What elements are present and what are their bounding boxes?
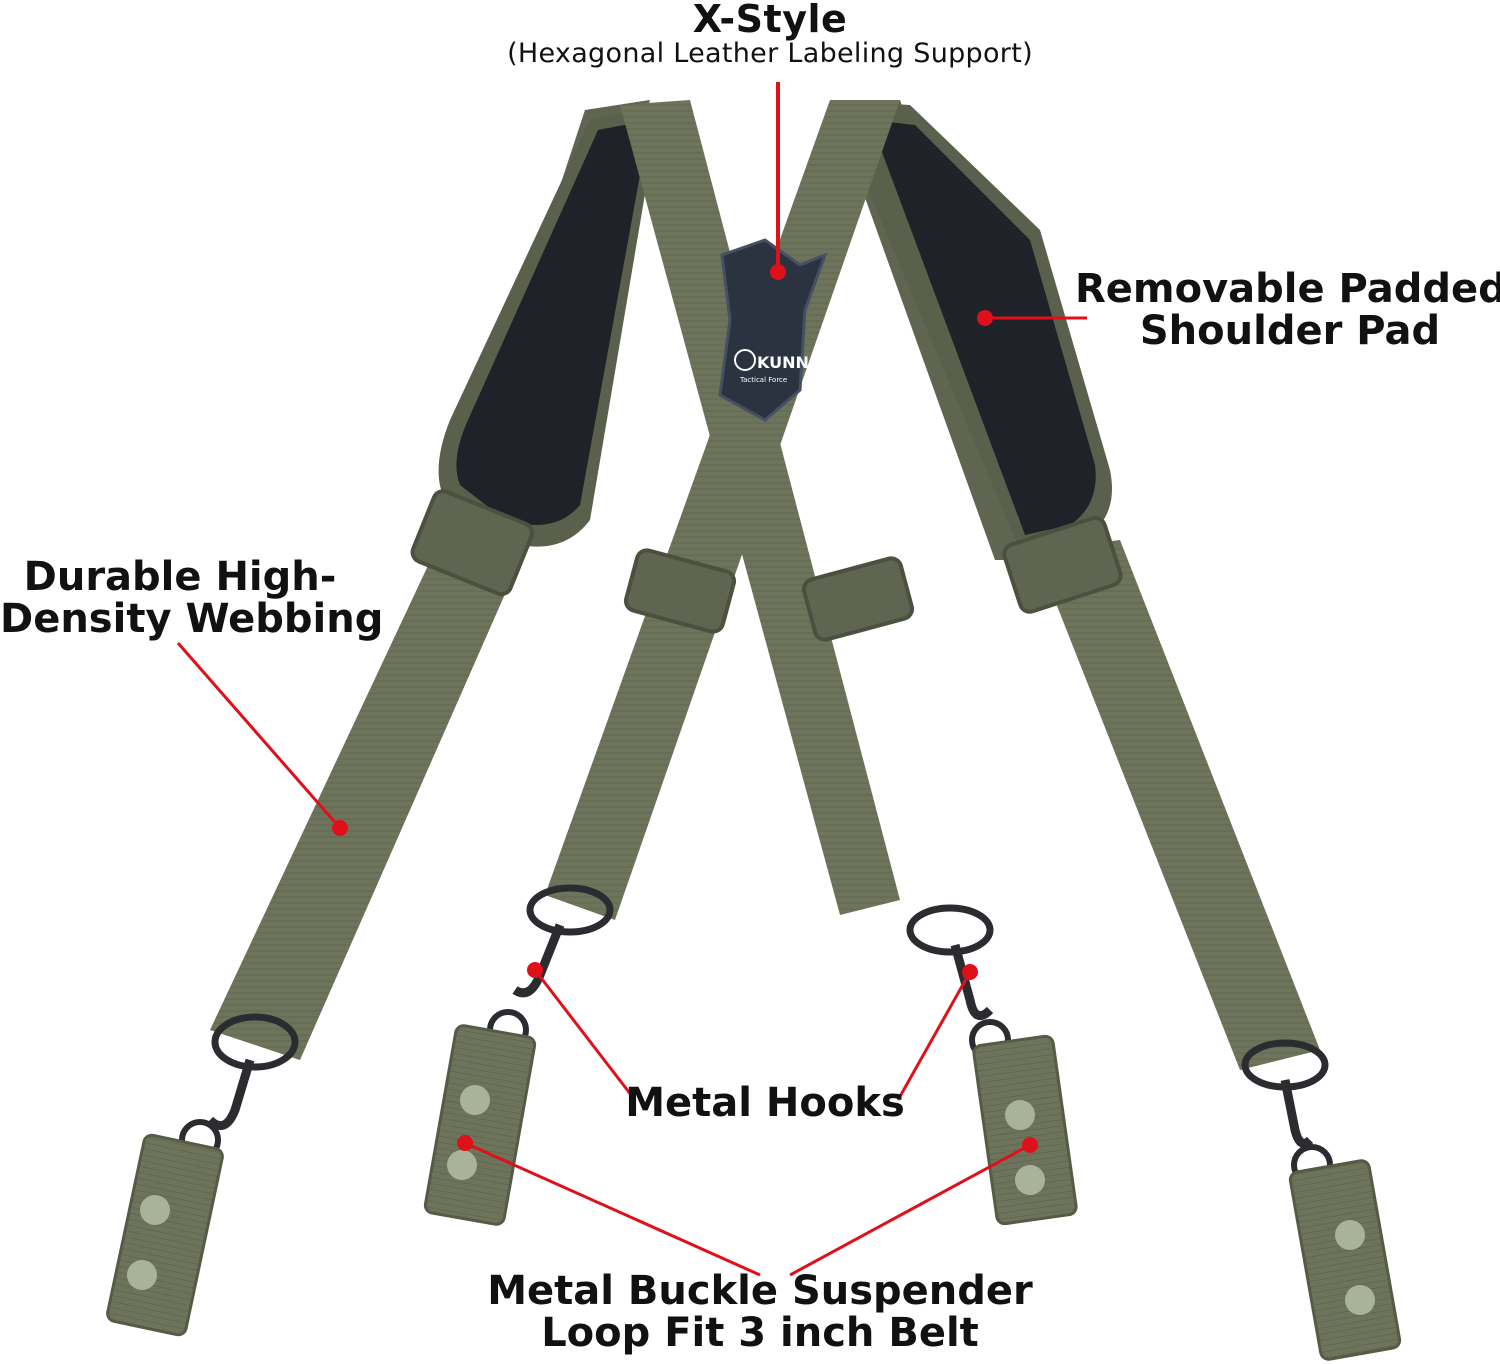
right-outer-hook [1241, 1039, 1402, 1361]
webbing-line2: Density Webbing [0, 596, 384, 642]
callout-hooks [527, 962, 978, 1101]
inner-right-hook [906, 904, 1078, 1226]
shoulder-pad-line1: Removable Padded [1075, 266, 1500, 312]
shoulder-pad-line2: Shoulder Pad [1139, 308, 1441, 354]
left-outer-hook [106, 1013, 299, 1337]
x-style-label: X-Style (Hexagonal Leather Labeling Supp… [470, 0, 1070, 68]
webbing-label: Durable High- Density Webbing [0, 554, 384, 642]
x-style-title: X-Style [692, 0, 848, 41]
svg-text:Tactical Force: Tactical Force [739, 376, 787, 384]
belt-loop-line1: Metal Buckle Suspender [487, 1268, 1033, 1314]
shoulder-pad-label: Removable Padded Shoulder Pad [1075, 268, 1500, 352]
webbing-line1: Durable High- [23, 554, 337, 600]
x-cross-straps [545, 100, 915, 920]
callout-x-style [770, 82, 786, 280]
right-outer-strap [830, 100, 1320, 1070]
callout-webbing [176, 642, 348, 836]
x-style-subtitle: (Hexagonal Leather Labeling Support) [507, 37, 1033, 69]
brand-logo: KUNN Tactical Force [734, 349, 809, 384]
left-outer-strap [210, 100, 660, 1060]
metal-hooks-text: Metal Hooks [625, 1080, 905, 1126]
callout-buckle [457, 1135, 1038, 1277]
belt-loop-line2: Loop Fit 3 inch Belt [541, 1310, 979, 1356]
leather-patch [718, 238, 828, 422]
svg-text:KUNN: KUNN [757, 353, 809, 372]
inner-left-hook [423, 884, 614, 1226]
callout-shoulder-pad [977, 310, 1087, 326]
belt-loop-label: Metal Buckle Suspender Loop Fit 3 inch B… [470, 1270, 1050, 1354]
metal-hooks-label: Metal Hooks [620, 1082, 910, 1124]
